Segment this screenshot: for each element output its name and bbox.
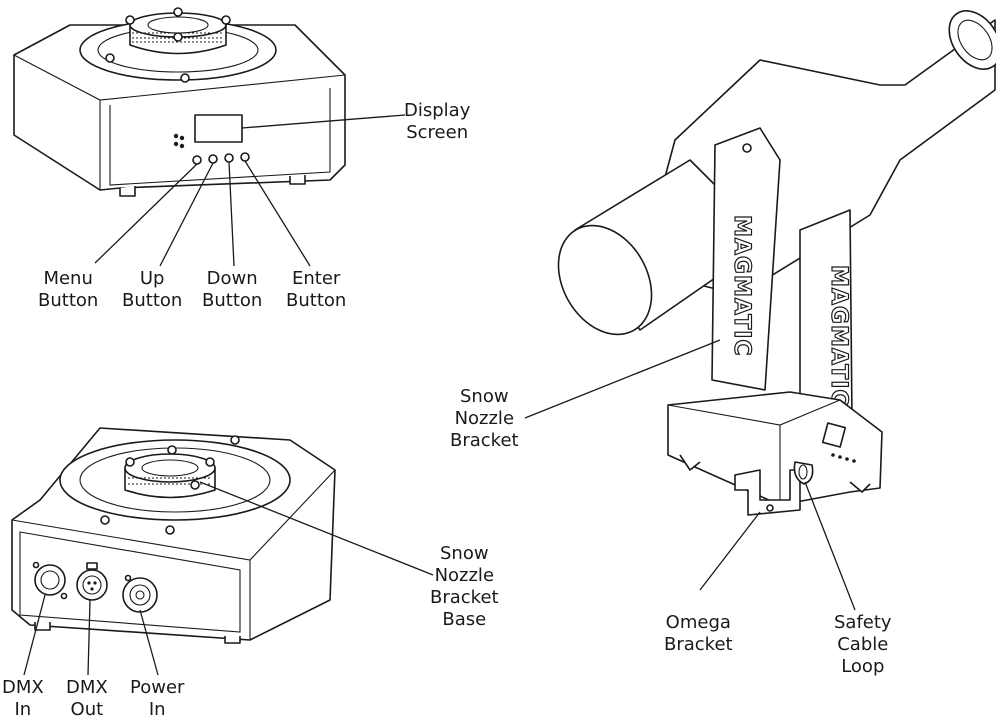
assembled-unit-view: MAGMATIC MAGMATIC: [557, 10, 996, 516]
dmx-out-connector: [76, 562, 108, 601]
menu-button: [192, 155, 202, 165]
enter-button: [240, 152, 250, 162]
power-in-connector: [122, 574, 158, 613]
display-screen: [194, 114, 243, 143]
base-unit-front-view: [13, 7, 346, 197]
leader-lines: [23, 114, 856, 676]
safety-cable-loop: [793, 461, 814, 485]
down-button: [224, 153, 234, 163]
brand-text-right-arm: MAGMATIC: [826, 265, 851, 407]
brand-text-left-arm: MAGMATIC: [729, 215, 754, 357]
magmatic-logo-icon: [173, 133, 185, 149]
up-button: [208, 154, 218, 164]
base-unit-rear-view: [11, 427, 336, 644]
dmx-in-connector: [32, 561, 68, 600]
